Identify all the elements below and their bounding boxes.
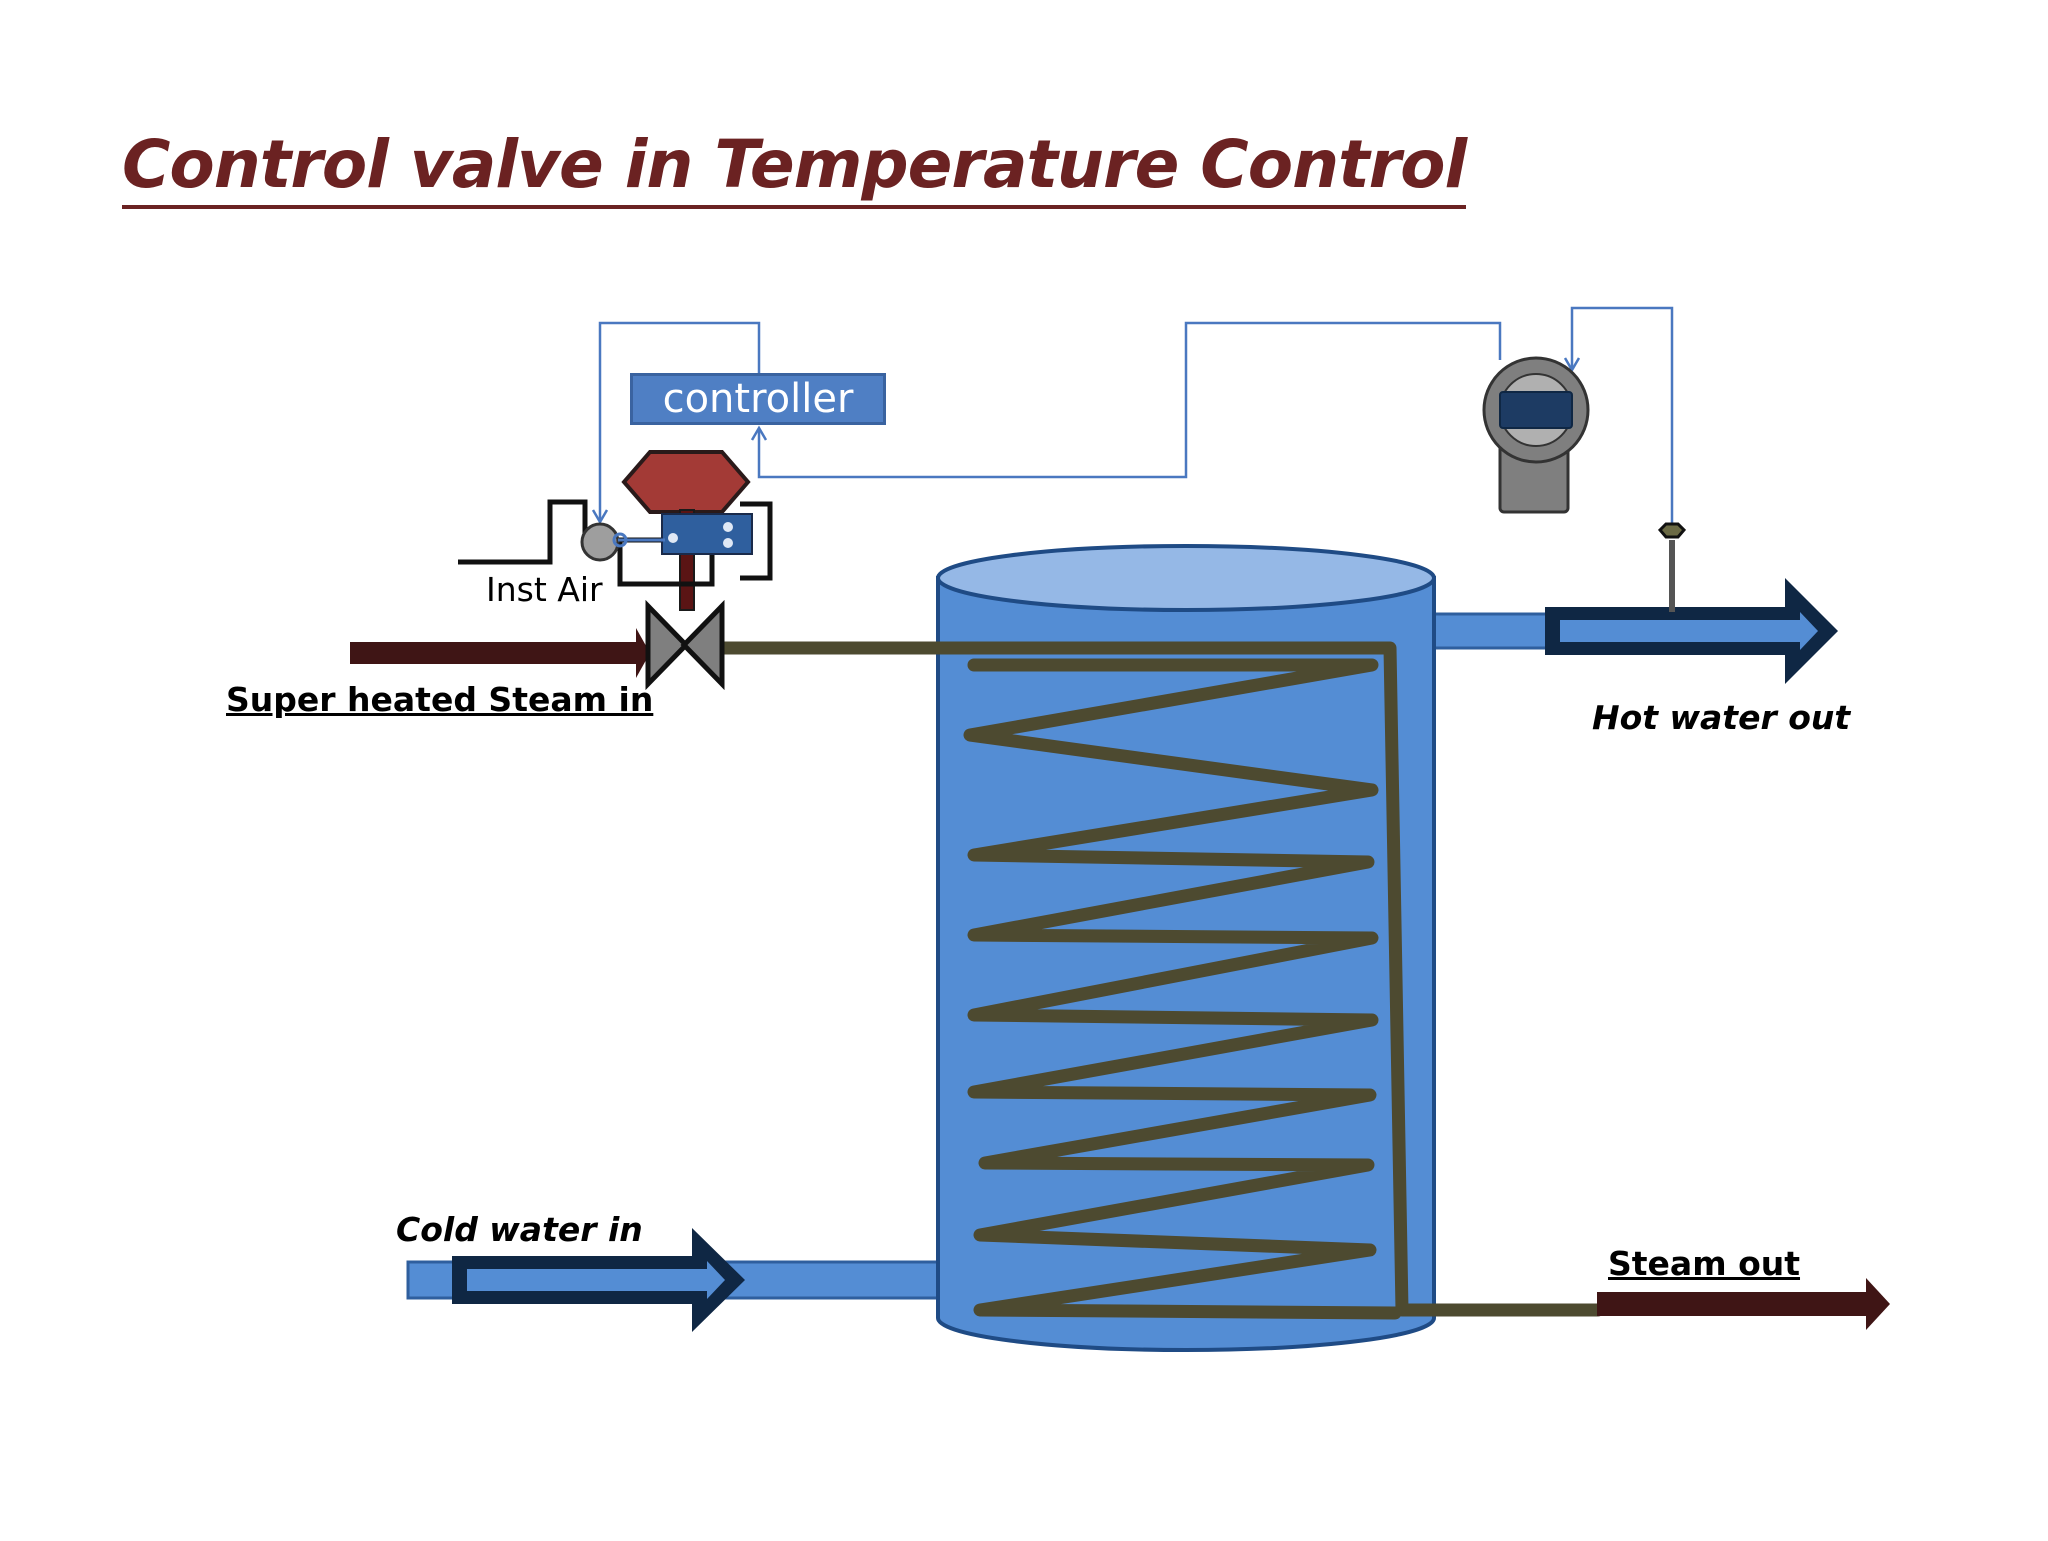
sensor-head-icon xyxy=(1657,522,1687,539)
cold-water-in-label: Cold water in xyxy=(396,1210,643,1249)
hot-water-out-label: Hot water out xyxy=(1592,698,1851,737)
hot-water-outlet-pipe xyxy=(1428,612,1562,650)
transmitter-to-controller-signal xyxy=(757,321,1502,479)
steam-inlet-arrow xyxy=(350,628,650,678)
steam-inlet-line xyxy=(711,641,1605,1317)
temperature-sensor xyxy=(1657,522,1687,612)
positioner-bracket xyxy=(740,501,773,581)
coil-zigzag xyxy=(963,658,1402,1320)
signal-arrowhead-transmitter xyxy=(1563,357,1581,373)
valve-body-left xyxy=(645,599,690,691)
steam-coil xyxy=(711,641,1605,1320)
instrument-air-regulator xyxy=(458,499,665,565)
page-title: Control valve in Temperature Control xyxy=(122,126,1467,209)
controller-box: controller xyxy=(630,373,886,425)
cold-water-inlet-arrow xyxy=(452,1228,745,1332)
steam-outlet-arrow xyxy=(1597,1278,1890,1330)
signal-lines xyxy=(591,306,1674,534)
transmitter-display xyxy=(1499,391,1573,429)
inst-air-line xyxy=(458,499,588,565)
controller-output-signal xyxy=(598,321,761,520)
air-regulator-icon xyxy=(580,522,620,562)
signal-arrowhead-positioner xyxy=(591,509,609,525)
sensor-to-transmitter-signal xyxy=(1570,306,1674,534)
temperature-transmitter xyxy=(1482,356,1590,514)
hot-water-outlet-arrow xyxy=(1545,578,1838,684)
control-valve xyxy=(617,450,773,691)
valve-body-right xyxy=(680,599,725,691)
inst-air-label: Inst Air xyxy=(486,570,603,609)
signal-arrowhead-controller xyxy=(750,425,768,441)
steam-out-label: Steam out xyxy=(1608,1244,1801,1283)
valve-positioner-icon xyxy=(661,513,753,555)
tank-top xyxy=(936,544,1436,612)
valve-actuator-icon xyxy=(621,450,751,514)
steam-in-label: Super heated Steam in xyxy=(226,680,654,719)
